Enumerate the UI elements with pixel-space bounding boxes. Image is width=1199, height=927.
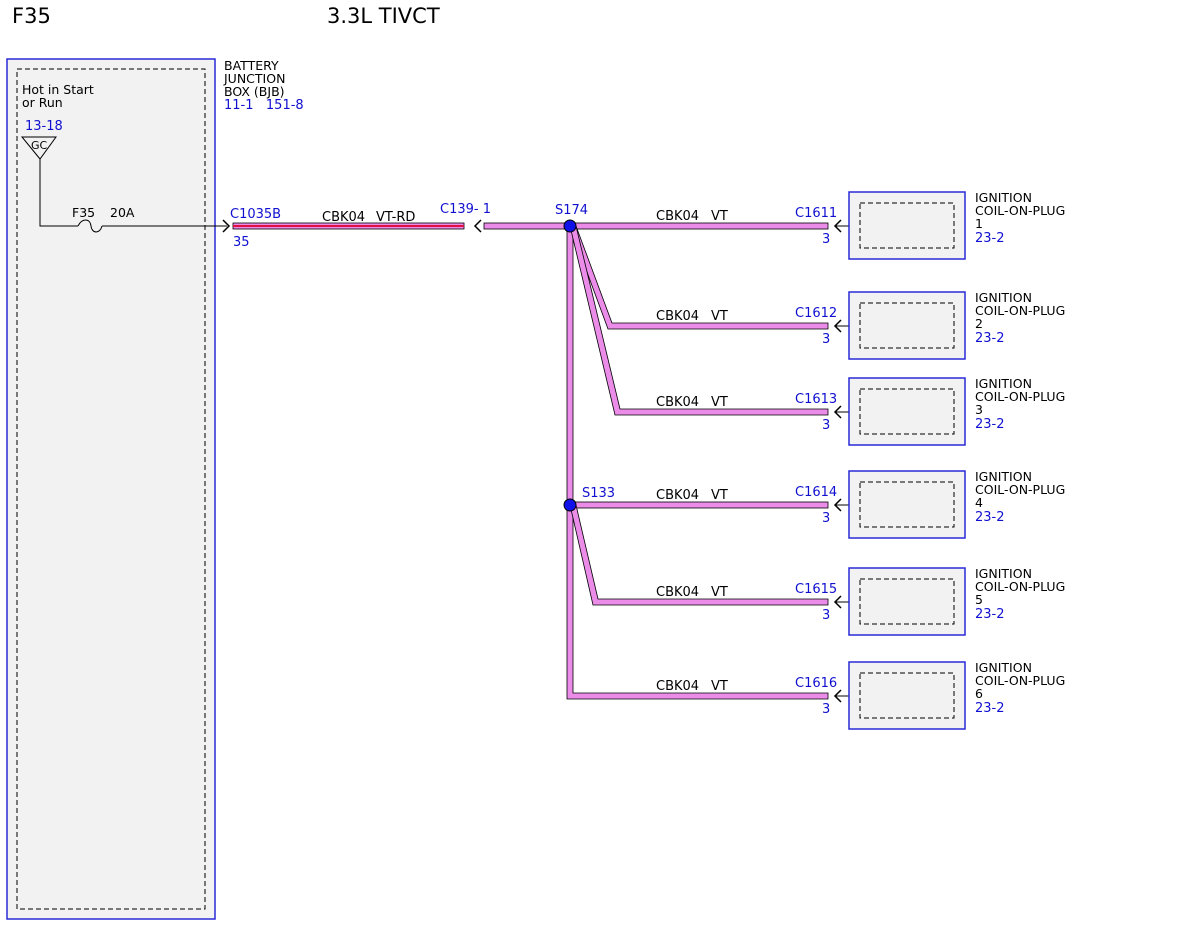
coil-5-connector: C1615 (795, 582, 837, 597)
coil-6-ref: 23-2 (975, 701, 1005, 716)
coil-1-name-line-2: COIL-ON-PLUG (975, 203, 1065, 218)
coil-4-name-line-3: 4 (975, 495, 983, 510)
coil-1-connector: C1611 (795, 206, 837, 221)
coil-4-box (848, 470, 966, 539)
power-ref: 13-18 (25, 119, 63, 134)
bjb-refs: 11-1 151-8 (224, 98, 304, 113)
coil-5-wire-color: VT (711, 585, 728, 600)
bjb-internal-wire (39, 159, 78, 227)
coil-3-name-line-2: COIL-ON-PLUG (975, 389, 1065, 404)
coil-4-box-inner (859, 481, 955, 528)
main-connector-pin: 35 (233, 235, 250, 250)
coil-2-name-line-1: IGNITION (975, 290, 1032, 305)
battery-junction-box (6, 58, 216, 920)
coil-5-box-inner (859, 578, 955, 625)
coil-1-box (848, 191, 966, 260)
bjb-name-line-1: BATTERY (224, 58, 279, 73)
coil-1-name-line-3: 1 (975, 216, 983, 231)
coil-2-name-line-2: COIL-ON-PLUG (975, 303, 1065, 318)
fuse-icon (77, 219, 103, 233)
coil-5-ref: 23-2 (975, 607, 1005, 622)
coil-4-circuit: CBK04 (656, 488, 699, 503)
coil-4-pin: 3 (822, 511, 830, 526)
harness-wires (483, 222, 829, 700)
coil-6-wire-color: VT (711, 679, 728, 694)
coil-2-circuit: CBK04 (656, 309, 699, 324)
coil-3-ref: 23-2 (975, 417, 1005, 432)
fuse-label: F35 (72, 205, 95, 220)
coil-1-box-inner (859, 202, 955, 249)
coil-4-wire-color: VT (711, 488, 728, 503)
power-state-line-1: Hot in Start (22, 82, 94, 97)
coil-6-name-line-3: 6 (975, 686, 983, 701)
coil-2-wire-color: VT (711, 309, 728, 324)
splice-s133-dot (563, 498, 577, 512)
engine-title: 3.3L TIVCT (327, 4, 440, 28)
main-wire-color: VT-RD (376, 210, 415, 225)
coil-3-box-inner (859, 388, 955, 435)
coil-4-ref: 23-2 (975, 510, 1005, 525)
ground-label: GC (31, 139, 48, 152)
coil-5-pin: 3 (822, 608, 830, 623)
wire-c139-to-c1611 (483, 222, 829, 230)
c1035b-connector-icon (222, 219, 231, 233)
c139-connector-icon (473, 219, 482, 233)
coil-3-wire-color: VT (711, 395, 728, 410)
fuse-title: F35 (12, 4, 51, 28)
ground-triangle-icon (20, 136, 57, 160)
bjb-name-line-2: JUNCTION (223, 71, 285, 86)
main-wire-circuit: CBK04 (322, 210, 365, 225)
splice-s174-label: S174 (555, 203, 588, 218)
coil-3-box (848, 377, 966, 446)
coil-2-connector: C1612 (795, 306, 837, 321)
coil-6-connector: C1616 (795, 676, 837, 691)
coil-5-circuit: CBK04 (656, 585, 699, 600)
coil-2-ref: 23-2 (975, 331, 1005, 346)
wire-trunk-to-c1616 (566, 225, 829, 700)
coil-3-circuit: CBK04 (656, 395, 699, 410)
coil-5-name-line-2: COIL-ON-PLUG (975, 579, 1065, 594)
coil-5-name-line-3: 5 (975, 592, 983, 607)
coil-3-name-line-3: 3 (975, 402, 983, 417)
coil-1-circuit: CBK04 (656, 209, 699, 224)
coil-2-box-inner (859, 302, 955, 349)
coil-6-circuit: CBK04 (656, 679, 699, 694)
coil-3-name-line-1: IGNITION (975, 376, 1032, 391)
coil-4-name-line-2: COIL-ON-PLUG (975, 482, 1065, 497)
coil-6-pin: 3 (822, 702, 830, 717)
coil-4-name-line-1: IGNITION (975, 469, 1032, 484)
inline-connector-label: C139- 1 (440, 202, 491, 217)
coil-6-box-inner (859, 672, 955, 719)
coil-6-box (848, 661, 966, 730)
coil-3-connector: C1613 (795, 392, 837, 407)
splice-s133-label: S133 (582, 486, 615, 501)
coil-1-wire-color: VT (711, 209, 728, 224)
coil-1-ref: 23-2 (975, 231, 1005, 246)
coil-6-name-line-2: COIL-ON-PLUG (975, 673, 1065, 688)
coil-1-name-line-1: IGNITION (975, 190, 1032, 205)
coil-5-name-line-1: IGNITION (975, 566, 1032, 581)
bjb-outline (6, 58, 216, 920)
main-connector-label: C1035B (230, 207, 281, 222)
coil-4-connector: C1614 (795, 485, 837, 500)
coil-2-pin: 3 (822, 332, 830, 347)
coil-6-name-line-1: IGNITION (975, 660, 1032, 675)
bjb-inner-dashed (16, 68, 206, 910)
coil-5-box (848, 567, 966, 636)
coil-2-box (848, 291, 966, 360)
coil-2-name-line-3: 2 (975, 316, 983, 331)
fuse-rating: 20A (110, 205, 135, 220)
coil-3-pin: 3 (822, 418, 830, 433)
bjb-name-line-3: BOX (BJB) (224, 84, 285, 99)
power-state-line-2: or Run (22, 95, 63, 110)
splice-s174-dot (563, 219, 577, 233)
coil-1-pin: 3 (822, 232, 830, 247)
